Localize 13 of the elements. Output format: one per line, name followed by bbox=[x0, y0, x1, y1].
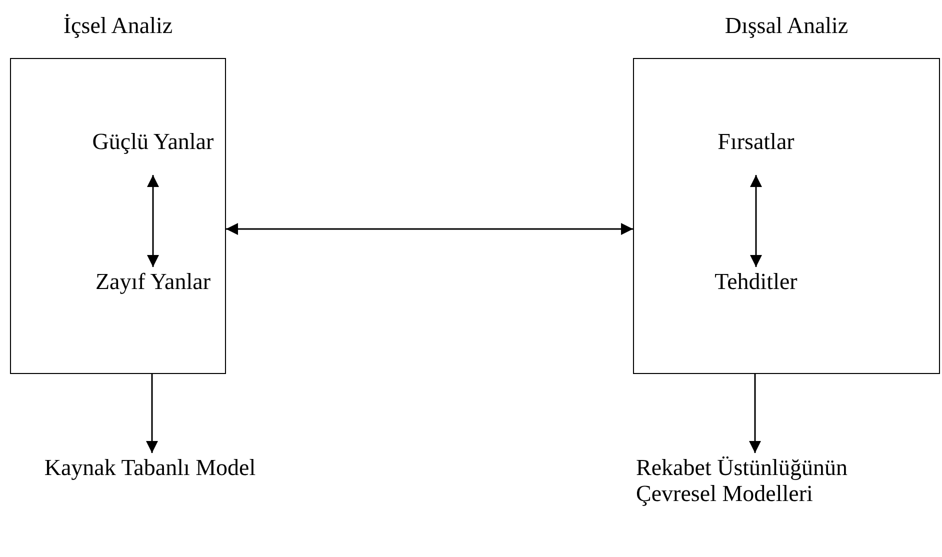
factor-label: Tehditler bbox=[681, 269, 831, 295]
factor-label: Fırsatlar bbox=[681, 129, 831, 155]
arrow bbox=[147, 175, 159, 267]
result-label: Kaynak Tabanlı Model bbox=[30, 455, 270, 481]
result-label: Rekabet Üstünlüğünün Çevresel Modelleri bbox=[636, 455, 926, 507]
factor-label: Zayıf Yanlar bbox=[48, 269, 258, 295]
factor-label: Güçlü Yanlar bbox=[48, 129, 258, 155]
arrow bbox=[749, 374, 761, 453]
box-heading: Dışsal Analiz bbox=[724, 13, 848, 39]
box-heading: İçsel Analiz bbox=[63, 13, 173, 39]
arrow bbox=[146, 374, 158, 453]
arrow bbox=[750, 175, 762, 267]
arrow bbox=[226, 223, 633, 235]
